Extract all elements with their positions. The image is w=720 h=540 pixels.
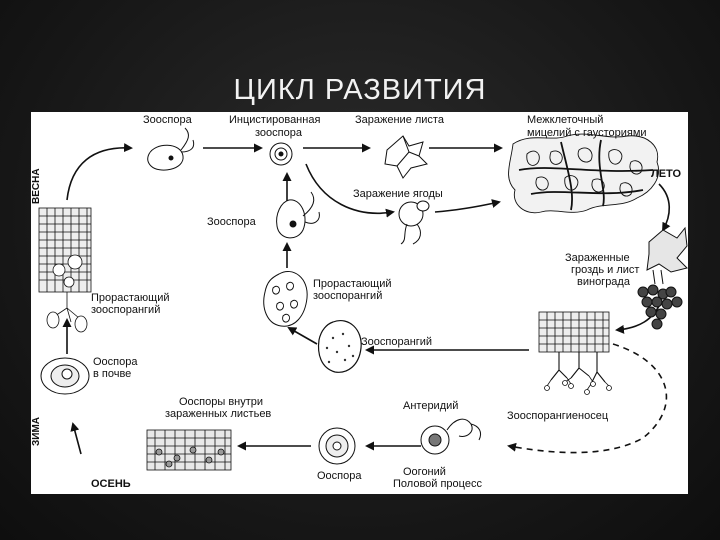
arrow-spring-to-zoospore <box>66 143 133 201</box>
germinating-zoosporangium-image <box>263 271 308 327</box>
label-autumn: ОСЕНЬ <box>91 478 131 490</box>
label-leaf-infection: Заражение листа <box>355 114 444 126</box>
arrow-encysted-to-berry <box>305 163 395 218</box>
label-mycelium-line1: Межклеточный <box>527 114 604 126</box>
label-infected-line3: винограда <box>577 276 630 288</box>
label-inside-leaves-line1: Ооспоры внутри <box>179 396 264 408</box>
label-inside-leaves-line2: зараженных листьев <box>165 408 272 420</box>
mycelium-image <box>508 133 659 214</box>
label-zoospore-top: Зооспора <box>143 114 192 126</box>
label-oospore-soil-line2: в почве <box>93 368 132 380</box>
arrow-summer-to-cluster <box>658 183 671 232</box>
label-oogonium: Оогоний <box>403 466 446 478</box>
arrow-sporangiophore-to-antheridium <box>507 343 668 454</box>
label-infected-line1: Зараженные <box>565 252 630 264</box>
label-oospore-soil-line1: Ооспора <box>93 356 138 368</box>
antheridium-oogonium-image <box>420 418 482 455</box>
berry-infection-image <box>398 200 430 245</box>
sporangiophore-section-image <box>538 311 612 395</box>
label-germ-left-line1: Прорастающий <box>91 292 170 304</box>
oospore-bottom-image <box>318 427 356 465</box>
label-spring: ВЕСНА <box>31 168 42 204</box>
label-antheridium: Антеридий <box>403 400 459 412</box>
zoosporangium-image <box>317 320 362 373</box>
label-oospore-bottom: Ооспора <box>317 470 362 482</box>
slide-title: ЦИКЛ РАЗВИТИЯ <box>233 74 487 106</box>
leaf-infection-image <box>384 135 428 179</box>
label-summer: ЛЕТО <box>651 168 682 180</box>
life-cycle-diagram <box>38 127 688 471</box>
label-mycelium-line2: мицелий с гаусториями <box>527 127 647 139</box>
grape-cluster-image <box>637 226 688 330</box>
label-sporangiophore: Зооспорангиеносец <box>507 410 609 422</box>
label-zoosporangium: Зооспорангий <box>361 336 433 348</box>
encysted-zoospore-image <box>269 142 293 166</box>
leaf-section-spring-image <box>38 207 92 333</box>
oospore-soil-image <box>40 357 90 395</box>
label-berry-infection: Заражение ягоды <box>353 188 443 200</box>
label-zoospore-mid: Зооспора <box>207 216 256 228</box>
arrow-berry-to-mycelium <box>434 199 501 213</box>
zoospore-mid-image <box>276 191 320 239</box>
life-cycle-figure: Зооспора Инцистированная зооспора Зараже… <box>31 112 688 494</box>
infected-leaves-image <box>146 429 232 471</box>
arrow-zoosporangium-to-germ <box>287 327 318 345</box>
label-germ-top-line1: Прорастающий <box>313 278 392 290</box>
label-germ-top-line2: зооспорангий <box>313 290 383 302</box>
label-germ-left-line2: зооспорангий <box>91 304 161 316</box>
label-encysted-line1: Инцистированная <box>229 114 321 126</box>
label-winter: ЗИМА <box>31 416 42 446</box>
label-encysted-line2: зооспора <box>255 127 302 139</box>
arrow-autumn-to-soil <box>70 422 82 455</box>
zoospore-top-image <box>147 127 195 171</box>
label-infected-line2: гроздь и лист <box>571 264 640 276</box>
label-sexual-process: Половой процесс <box>393 478 482 490</box>
